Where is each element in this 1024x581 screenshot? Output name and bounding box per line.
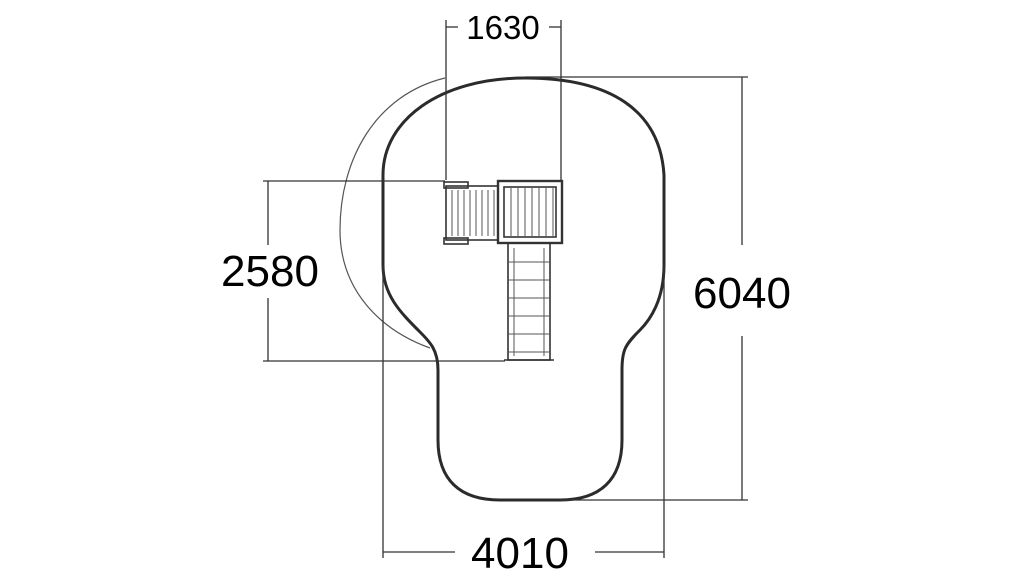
dimension-top-label: 1630	[466, 9, 539, 46]
dimension-right: 6040	[525, 76, 791, 501]
secondary-zone-arc	[339, 77, 446, 349]
dimension-top: 1630	[445, 9, 562, 180]
safety-zone-outline	[381, 76, 666, 502]
dimension-left: 2580	[221, 180, 505, 362]
play-structure	[443, 179, 564, 361]
dimension-left-label: 2580	[221, 247, 319, 296]
dimension-right-label: 6040	[693, 269, 791, 318]
ladder	[504, 242, 554, 361]
dimension-bottom-label: 4010	[471, 529, 569, 576]
step-platform	[443, 181, 499, 245]
dimension-bottom: 4010	[382, 265, 665, 578]
tower-deck	[496, 179, 564, 245]
